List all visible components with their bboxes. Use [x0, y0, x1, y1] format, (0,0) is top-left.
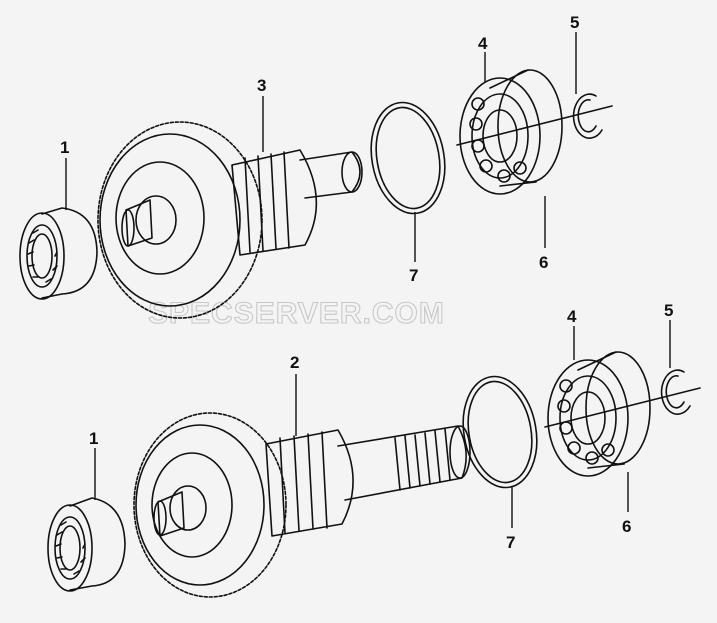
roller-bearing-bottom	[47, 497, 126, 592]
top-assembly: 1 3 4 5 6 7	[19, 13, 613, 319]
watermark-text: SPECSERVER.COM	[148, 297, 445, 330]
gear-shaft-top	[97, 121, 363, 319]
callout-6-top: 6	[539, 253, 548, 272]
snap-ring-top	[572, 93, 603, 139]
callout-1-bottom: 1	[89, 429, 98, 448]
callout-2-bottom: 2	[290, 353, 299, 372]
callout-3-top: 3	[257, 76, 266, 95]
callout-7-bottom: 7	[506, 533, 515, 552]
o-ring-bottom	[462, 375, 538, 489]
ball-bearing-top	[456, 69, 613, 195]
snap-ring-bottom	[660, 369, 691, 415]
callout-7-top: 7	[409, 266, 418, 285]
ball-bearing-bottom	[544, 351, 701, 477]
callout-6-bottom: 6	[622, 517, 631, 536]
callout-5-top: 5	[570, 13, 579, 32]
callout-4-bottom: 4	[567, 307, 577, 326]
callout-1-top: 1	[60, 138, 69, 157]
o-ring-top	[370, 101, 446, 215]
callout-5-bottom: 5	[664, 301, 673, 320]
roller-bearing-top	[19, 207, 98, 300]
callout-4-top: 4	[478, 34, 488, 53]
gear-shaft-bottom	[133, 412, 471, 598]
bottom-assembly: 1 2 4 5 6 7	[47, 301, 701, 598]
